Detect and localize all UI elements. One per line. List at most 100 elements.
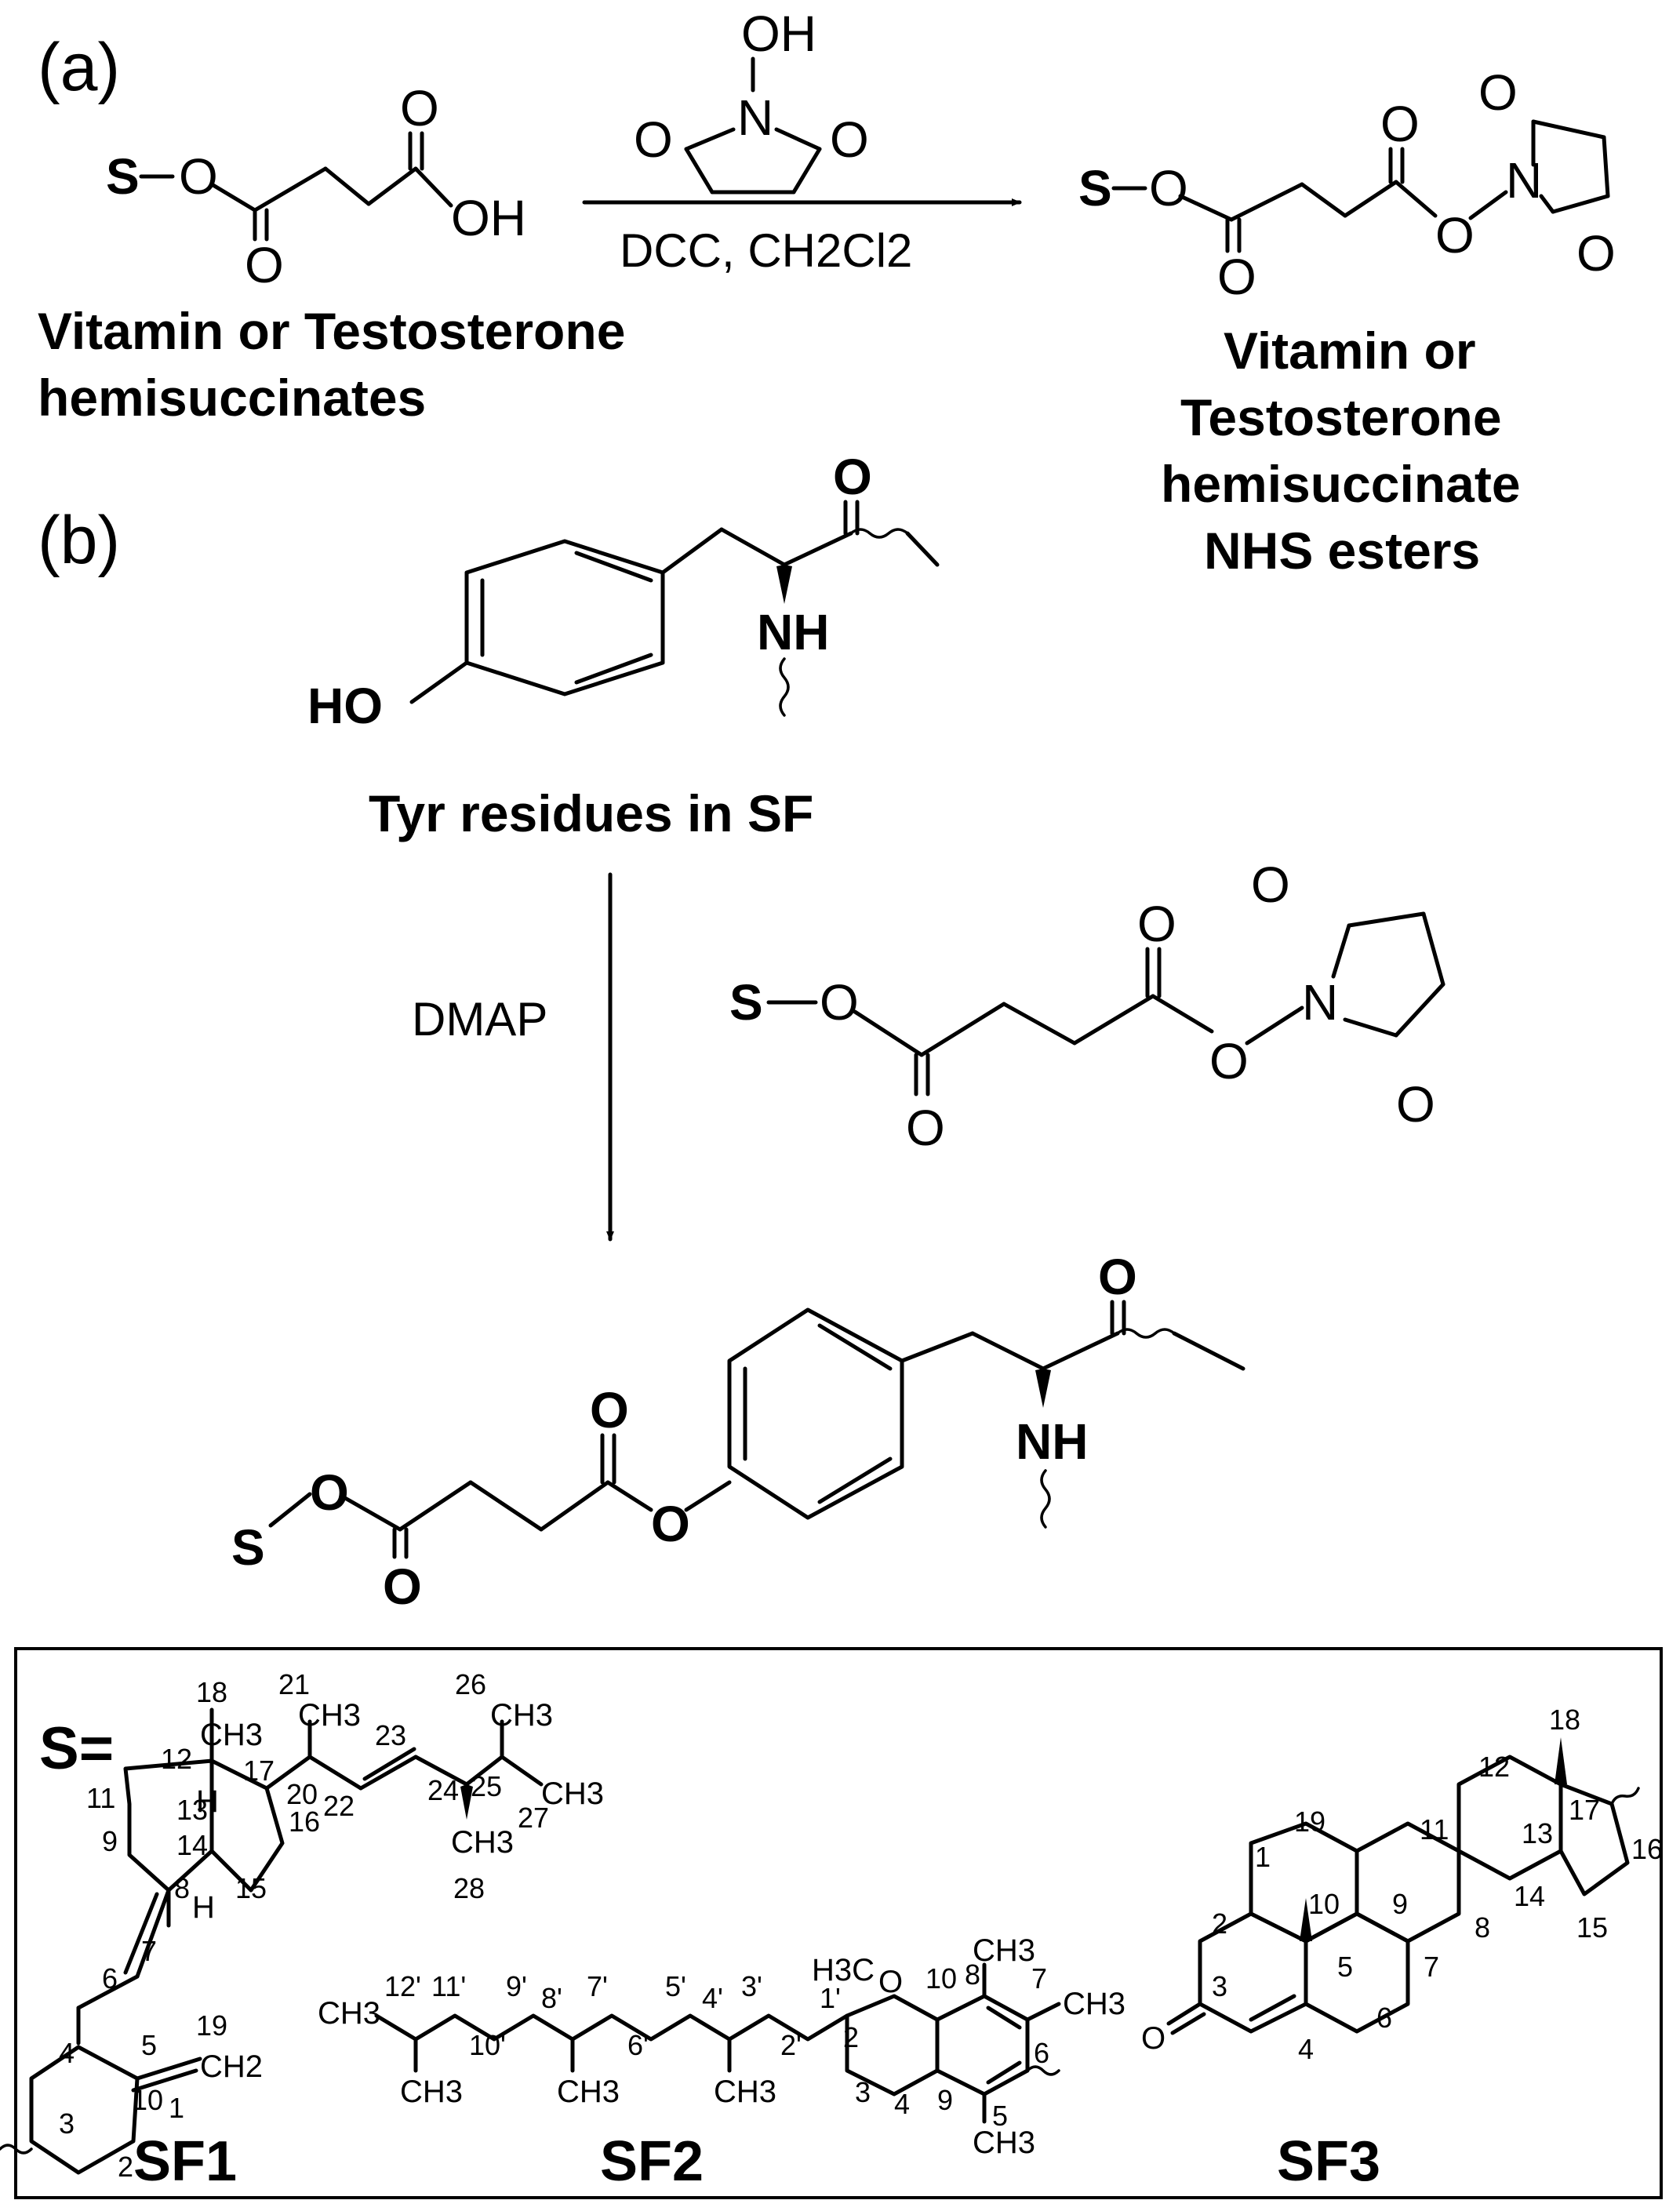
ch2-19: CH2: [200, 2049, 263, 2084]
atom-o: O: [245, 237, 284, 293]
svg-text:12: 12: [161, 1743, 192, 1775]
svg-text:23: 23: [375, 1719, 406, 1751]
svg-text:28: 28: [453, 1872, 485, 1904]
svg-text:25: 25: [471, 1770, 502, 1802]
svg-text:10: 10: [925, 1962, 957, 1995]
atom-o: O: [1435, 207, 1475, 264]
substituent-s: S: [106, 148, 140, 205]
reactant-name-line1: Vitamin or Testosterone: [38, 302, 625, 360]
substituent-s: S: [1078, 160, 1112, 216]
svg-text:22: 22: [323, 1790, 355, 1822]
atom-oh: OH: [741, 5, 816, 62]
svg-text:21: 21: [278, 1668, 310, 1700]
svg-text:15: 15: [235, 1872, 267, 1904]
svg-text:4': 4': [702, 1982, 723, 2014]
svg-text:6: 6: [102, 1962, 118, 1995]
product-name-line1: Vitamin or: [1224, 322, 1476, 380]
atom-o: O: [1149, 160, 1188, 216]
substituent-s: S: [231, 1519, 265, 1576]
atom-ho: HO: [307, 678, 383, 734]
svg-text:19: 19: [196, 2009, 227, 2042]
atom-o: O: [1396, 1076, 1435, 1133]
substituent-s: S: [729, 974, 763, 1031]
svg-text:8: 8: [1475, 1911, 1490, 1944]
ch3-5: CH3: [973, 2126, 1035, 2160]
svg-text:7': 7': [587, 1970, 608, 2002]
svg-text:26: 26: [455, 1668, 486, 1700]
svg-text:6: 6: [1034, 2037, 1049, 2069]
svg-text:14: 14: [176, 1829, 208, 1861]
ch3-8p: CH3: [557, 2075, 620, 2109]
svg-text:5': 5': [665, 1970, 686, 2002]
svg-text:3: 3: [59, 2107, 75, 2140]
atom-o: O: [820, 974, 859, 1031]
product-name-line2: Testosterone: [1180, 388, 1502, 446]
atom-o: O: [1380, 96, 1420, 152]
h-17: H: [196, 1784, 219, 1819]
svg-text:15: 15: [1576, 1911, 1608, 1944]
svg-text:1: 1: [169, 2092, 184, 2124]
svg-text:27: 27: [518, 1802, 549, 1834]
ch3-18: CH3: [200, 1718, 263, 1752]
atom-o-3: O: [1141, 2021, 1165, 2056]
atom-n: N: [1302, 974, 1338, 1031]
ch3-28: CH3: [451, 1825, 514, 1860]
atom-o: O: [1217, 249, 1256, 305]
atom-n: N: [737, 89, 773, 146]
svg-text:5: 5: [1337, 1951, 1353, 1983]
svg-text:7: 7: [141, 1935, 157, 1967]
part-a: (a) S O O O OH Vitamin or Testosterone h…: [38, 5, 1616, 580]
svg-text:17: 17: [1569, 1794, 1600, 1826]
svg-text:2': 2': [780, 2029, 802, 2061]
atom-o: O: [1576, 225, 1616, 282]
atom-o: O: [590, 1382, 629, 1438]
sf1-locants: 18 21 26 12 17 20 23 24 25 11 13 22 16 2…: [59, 1668, 549, 2183]
hemisuccinate-structure: S O O O OH: [106, 80, 526, 293]
svg-text:8: 8: [965, 1958, 980, 1991]
svg-text:18: 18: [1549, 1704, 1580, 1736]
atom-o: O: [400, 80, 439, 136]
svg-text:3': 3': [741, 1970, 762, 2002]
tyrosine-structure: HO NH O: [307, 449, 940, 734]
svg-text:7: 7: [1424, 1951, 1439, 1983]
h-14: H: [192, 1890, 215, 1925]
ch3-8: CH3: [973, 1933, 1035, 1968]
svg-text:20: 20: [286, 1778, 318, 1810]
svg-text:17: 17: [243, 1755, 275, 1787]
ch3-7: CH3: [1063, 1987, 1125, 2021]
svg-text:4: 4: [1298, 2033, 1314, 2065]
sf3-locants: 18 12 19 11 13 17 1 16 2 10 9 14 3 8 15 …: [1212, 1704, 1663, 2065]
atom-o: O: [830, 111, 869, 168]
svg-text:2: 2: [1212, 1907, 1227, 1940]
svg-text:6': 6': [627, 2029, 649, 2061]
sf3-structure: O 18 12 19 11 13 17 1 16 2 10 9 14 3 8 1…: [1141, 1704, 1663, 2193]
product-name-line4: NHS esters: [1204, 522, 1480, 580]
atom-nh: NH: [1016, 1413, 1088, 1470]
svg-text:13: 13: [176, 1794, 208, 1826]
svg-text:1': 1': [820, 1982, 841, 2014]
svg-text:2: 2: [118, 2151, 133, 2183]
svg-text:16: 16: [1631, 1833, 1663, 1865]
atom-o: O: [906, 1100, 945, 1156]
svg-text:3: 3: [1212, 1970, 1227, 2002]
atom-o: O: [310, 1464, 349, 1521]
svg-text:24: 24: [427, 1774, 459, 1806]
structures-box: [14, 1647, 1663, 2199]
atom-nh: NH: [757, 604, 829, 660]
atom-o: O: [833, 449, 872, 505]
svg-text:5: 5: [141, 2029, 157, 2061]
svg-text:16: 16: [289, 1806, 320, 1838]
svg-text:9': 9': [506, 1970, 527, 2002]
atom-o: O: [1209, 1033, 1249, 1089]
ch3-26: CH3: [490, 1698, 553, 1733]
svg-text:10: 10: [1308, 1888, 1340, 1920]
sf2-label: SF2: [600, 2130, 704, 2193]
sf2-locants: 12' 11' 9' 10' 8' 7' 6' 5' 4' 3' 2' 1' 2…: [384, 1958, 1049, 2132]
sf3-label: SF3: [1277, 2130, 1380, 2193]
atom-oh: OH: [451, 190, 526, 246]
atom-o: O: [1478, 64, 1518, 121]
atom-o: O: [1137, 896, 1176, 952]
ch3-4p: CH3: [714, 2075, 776, 2109]
svg-text:11: 11: [1420, 1813, 1449, 1846]
atom-o: O: [1098, 1249, 1137, 1305]
